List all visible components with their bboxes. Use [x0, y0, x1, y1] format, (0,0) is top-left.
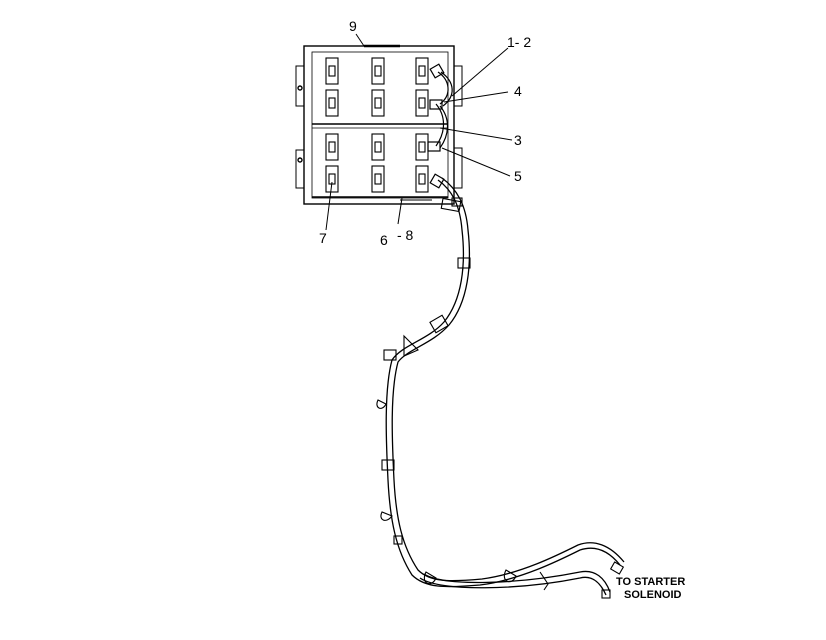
callout-9: 9 [349, 18, 357, 34]
main-cable [385, 177, 625, 596]
callout-7: 7 [319, 230, 327, 246]
leader-lines [325, 33, 513, 231]
cell-2-mid [371, 89, 385, 117]
callout-1-2: 1- 2 [507, 34, 531, 50]
battery-box [295, 44, 463, 205]
callout-4: 4 [514, 83, 522, 99]
leader-9 [355, 33, 365, 47]
clamp-3 [403, 314, 449, 357]
callout-3: 3 [514, 132, 522, 148]
cell-bottom-left [325, 165, 339, 193]
leader-7 [325, 181, 333, 231]
clamp-7 [380, 511, 403, 545]
leader-4 [443, 91, 509, 103]
cell-top-left [325, 57, 339, 85]
leader-5 [441, 147, 511, 177]
battery-jumper-cables [427, 63, 453, 189]
starter-solenoid-note: TO STARTER SOLENOID [616, 576, 685, 601]
cell-2-left [325, 89, 339, 117]
clamp-9 [503, 569, 517, 583]
cell-bottom-right [415, 165, 429, 193]
callout-6: 6 [380, 232, 388, 248]
cell-2-right [415, 89, 429, 117]
cable-clamps [376, 197, 625, 599]
cell-top-mid [371, 57, 385, 85]
cell-3-left [325, 133, 339, 161]
leader-6 [397, 197, 403, 225]
clamp-8 [423, 571, 437, 585]
cell-3-right [415, 133, 429, 161]
battery-cells [325, 57, 429, 193]
cell-3-mid [371, 133, 385, 161]
terminal-end-1 [609, 561, 625, 575]
note-line-2: SOLENOID [624, 589, 682, 601]
note-line-1: TO STARTER [616, 576, 685, 588]
callouts: 9 1- 2 4 3 5 7 6 - 8 [319, 18, 531, 248]
clamp-2 [457, 257, 471, 269]
clamp-6 [381, 459, 395, 471]
leader-1-2 [451, 47, 509, 97]
clamp-5 [376, 399, 387, 409]
callout-5: 5 [514, 168, 522, 184]
cell-top-right [415, 57, 429, 85]
callout-8: - 8 [397, 227, 414, 243]
clamp-4 [383, 349, 397, 361]
clamp-10 [539, 571, 549, 591]
clamp-top [440, 197, 463, 213]
leader-3 [439, 127, 513, 141]
terminal-end-2 [601, 589, 611, 599]
cell-bottom-mid [371, 165, 385, 193]
